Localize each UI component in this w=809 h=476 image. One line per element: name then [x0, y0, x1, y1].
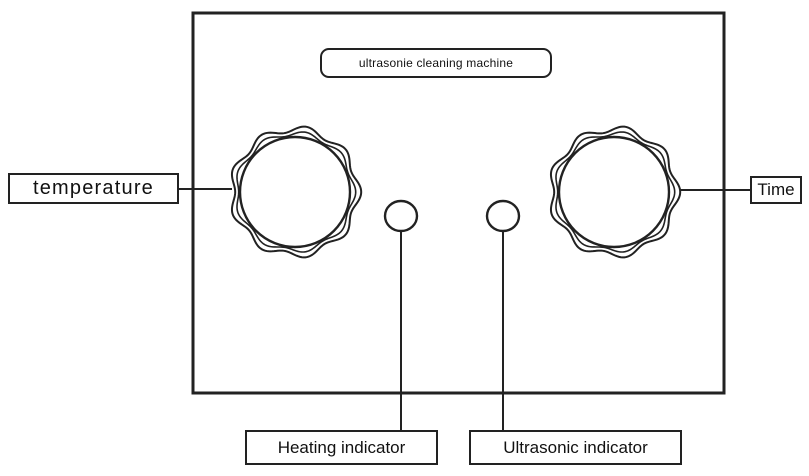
ultrasonic-indicator-light — [485, 199, 521, 233]
time-knob-face — [557, 135, 671, 249]
temperature-knob-inner-ring — [236, 131, 357, 253]
heating-indicator-label: Heating indicator — [245, 430, 438, 465]
temperature-knob-face — [238, 135, 352, 249]
temperature-knob[interactable] — [230, 125, 363, 259]
time-knob[interactable] — [549, 125, 682, 259]
ultrasonic-indicator-label: Ultrasonic indicator — [469, 430, 682, 465]
time-label: Time — [750, 176, 802, 204]
time-knob-inner-ring — [555, 131, 676, 253]
heating-indicator-light — [383, 199, 419, 233]
machine-panel — [191, 11, 726, 395]
machine-title-plate: ultrasonie cleaning machine — [320, 48, 552, 78]
temperature-label: temperature — [8, 173, 179, 204]
